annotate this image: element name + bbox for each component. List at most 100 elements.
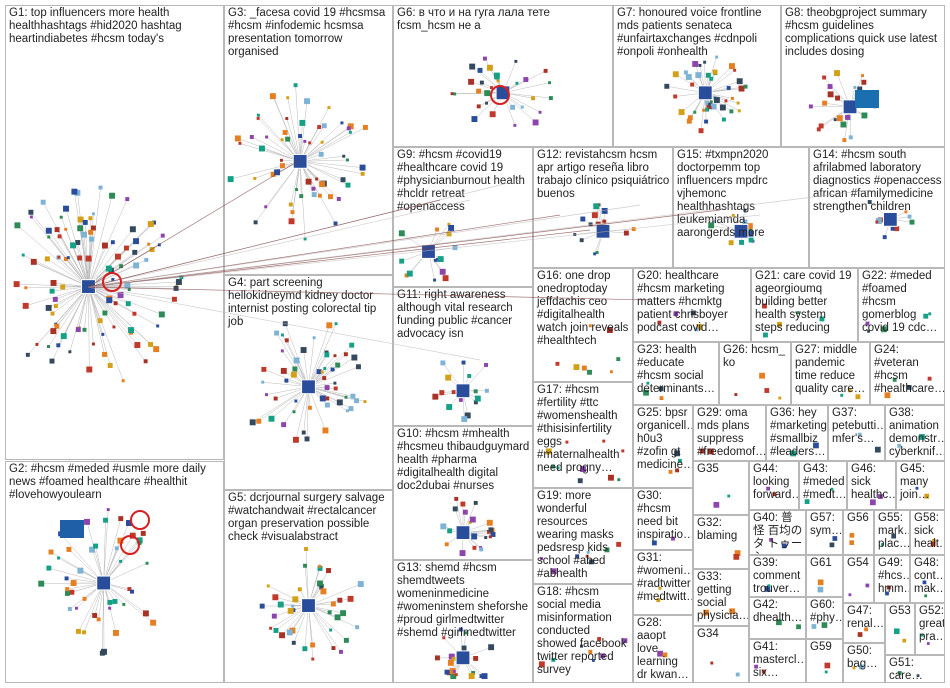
- cluster-g4-label: G4: part screening hellokidneymd kidney …: [228, 277, 390, 329]
- cluster-g23-label: G23: health #educate #hcsm social determ…: [637, 344, 716, 396]
- cluster-g14-label: G14: #hcsm south afrilabmed laboratory d…: [813, 149, 942, 214]
- user-node: [291, 372, 297, 378]
- user-node: [335, 363, 340, 368]
- user-node: [673, 95, 677, 99]
- user-node: [445, 375, 451, 381]
- user-node: [144, 359, 148, 363]
- edge: [49, 287, 89, 347]
- cluster-g24: G24: #veteran #hcsm #healthcare…: [870, 342, 945, 405]
- edge: [277, 333, 309, 387]
- user-node: [346, 409, 349, 412]
- cluster-g51-label: G51: care…: [889, 657, 942, 683]
- user-node: [445, 670, 450, 675]
- user-node: [114, 301, 118, 305]
- user-node: [399, 230, 405, 236]
- cluster-g21-label: G21: care covid 19 ageorgioumq building …: [755, 270, 855, 335]
- cluster-g19-label: G19: more wonderful resources wearing ma…: [537, 490, 630, 581]
- cluster-g36-label: G36: hey #marketing #smallbiz #leaders…: [770, 407, 825, 459]
- user-node: [69, 590, 74, 595]
- user-node: [399, 259, 404, 264]
- cluster-g12-label: G12: revistahcsm hcsm apr artigo reseña …: [537, 149, 670, 201]
- user-node: [112, 325, 115, 328]
- cluster-g50-label: G50: bag…: [847, 645, 882, 671]
- user-node: [304, 237, 307, 240]
- user-node: [298, 134, 302, 138]
- user-node: [453, 92, 456, 95]
- user-node: [337, 598, 342, 603]
- user-node: [333, 382, 336, 385]
- user-node: [285, 338, 289, 342]
- g1-nodes: [6, 6, 223, 459]
- cluster-g40: G40: 普怪 百均のタ トゥーシ…: [749, 510, 806, 555]
- cluster-g40-label: G40: 普怪 百均のタ トゥーシ…: [753, 512, 803, 555]
- user-node: [274, 331, 279, 336]
- user-node: [67, 256, 70, 259]
- user-node: [825, 671, 828, 674]
- user-node: [485, 102, 488, 105]
- user-node: [93, 544, 98, 549]
- user-node: [97, 617, 101, 621]
- cluster-g61-label: G61: [810, 557, 840, 570]
- edge: [88, 287, 123, 381]
- user-node: [265, 393, 268, 396]
- cluster-g52: G52: great pra…: [915, 603, 945, 655]
- user-node: [521, 106, 524, 109]
- cluster-g1-label: G1: top influencers more health healthha…: [9, 7, 221, 46]
- user-node: [264, 205, 267, 208]
- cluster-g29: G29: oma mds plans suppress #freedomof…: [693, 405, 766, 461]
- user-node: [334, 386, 338, 390]
- user-node: [51, 280, 57, 286]
- hub-node: [456, 384, 470, 398]
- user-node: [63, 206, 69, 212]
- edge: [88, 287, 137, 345]
- user-node: [113, 630, 119, 636]
- user-node: [490, 111, 496, 117]
- cluster-g11-label: G11: right awareness although vital rese…: [397, 289, 530, 341]
- user-node: [117, 538, 123, 544]
- user-node: [250, 419, 256, 425]
- user-node: [704, 120, 708, 124]
- user-node: [325, 403, 330, 408]
- user-node: [471, 534, 477, 540]
- user-node: [477, 104, 481, 108]
- user-node: [455, 673, 458, 676]
- user-node: [253, 177, 256, 180]
- user-node: [315, 178, 318, 181]
- user-node: [453, 506, 458, 511]
- user-node: [293, 410, 296, 413]
- cluster-g3-label: G3: _facesa covid 19 #hcsmsa #hcsm #info…: [228, 7, 390, 59]
- user-node: [453, 245, 458, 250]
- cluster-g44-label: G44: looking forward…: [753, 463, 796, 502]
- user-node: [103, 518, 108, 523]
- user-node: [283, 130, 288, 135]
- user-node: [71, 189, 77, 195]
- user-node: [75, 607, 78, 610]
- user-node: [92, 212, 95, 215]
- user-node: [698, 64, 701, 67]
- user-node: [703, 61, 706, 64]
- cluster-g36: G36: hey #marketing #smallbiz #leaders…: [766, 405, 828, 461]
- user-node: [699, 128, 704, 133]
- user-node: [150, 620, 156, 626]
- cluster-g16: G16: one drop onedroptoday jeffdachis ce…: [533, 268, 633, 382]
- user-node: [281, 349, 284, 352]
- cluster-g6: G6: в что и на гуга лала тете fcsm_hcsm …: [393, 5, 613, 147]
- cluster-g59-label: G59: [810, 641, 840, 654]
- user-node: [57, 557, 60, 560]
- user-node: [161, 234, 165, 238]
- cluster-g39-label: G39: comment trouver…: [753, 557, 803, 596]
- cluster-g20-label: G20: healthcare #hcsm marketing matters …: [637, 270, 748, 335]
- user-node: [291, 605, 294, 608]
- user-node: [148, 342, 153, 347]
- user-node: [75, 240, 80, 245]
- cluster-g32: G32: blaming: [693, 515, 749, 569]
- user-node: [320, 588, 326, 594]
- user-node: [132, 250, 137, 255]
- cluster-g48-label: G48: cont… mak…: [914, 557, 942, 596]
- user-node: [47, 345, 50, 348]
- user-node: [684, 70, 688, 74]
- user-node: [320, 395, 326, 401]
- cluster-g58-label: G58: sick healt…: [914, 512, 942, 551]
- cluster-g42: G42: dhealth…: [749, 597, 806, 639]
- user-node: [272, 614, 277, 619]
